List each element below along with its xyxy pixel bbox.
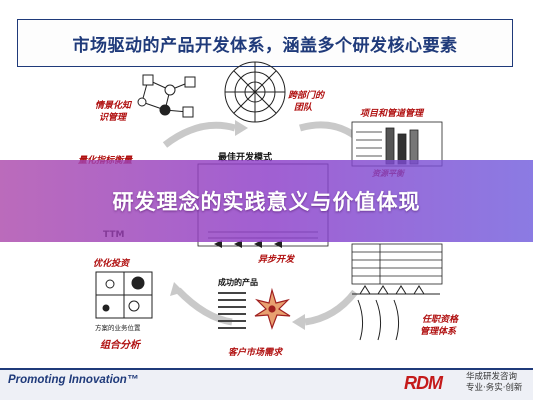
label-portfolio-caption: 方案的业务位置 xyxy=(95,323,141,332)
network-graphic xyxy=(137,74,196,118)
starburst xyxy=(254,287,291,330)
label-career-2: 管理体系 xyxy=(420,326,457,337)
product-list xyxy=(218,292,246,329)
label-customer-needs: 客户市场需求 xyxy=(228,347,284,358)
label-scenario-1: 情景化知 xyxy=(95,100,133,111)
slide-title: 市场驱动的产品开发体系，涵盖多个研发核心要素 xyxy=(72,35,458,56)
footer-slogan: Promoting Innovation™ xyxy=(8,374,139,386)
banner-title: 研发理念的实践意义与价值体现 xyxy=(112,190,421,214)
label-success-product: 成功的产品 xyxy=(218,277,258,287)
concentric-circles xyxy=(224,61,286,123)
label-optimize: 优化投资 xyxy=(93,258,131,269)
label-career-1: 任职资格 xyxy=(422,314,459,325)
arrow-bottom-right xyxy=(304,289,358,326)
arrow-top-left xyxy=(162,121,236,148)
title-box: 市场驱动的产品开发体系，涵盖多个研发核心要素 xyxy=(17,19,513,67)
label-crossteam-2: 团队 xyxy=(294,102,313,113)
rdm-logo: RDM xyxy=(404,373,443,393)
label-async: 异步开发 xyxy=(258,254,295,265)
label-portfolio: 组合分析 xyxy=(100,339,142,351)
arrow-top-right xyxy=(299,121,363,143)
label-pipeline: 项目和管道管理 xyxy=(360,108,425,119)
label-scenario-2: 识管理 xyxy=(99,112,128,123)
portfolio-matrix xyxy=(95,271,153,319)
company-name: 华成研发咨询 专业·务实·创新 xyxy=(466,372,522,394)
arrowhead-1 xyxy=(235,120,248,136)
footer-divider xyxy=(0,368,533,370)
career-graphic xyxy=(352,285,440,341)
arrowhead-4 xyxy=(292,314,305,330)
label-crossteam-1: 跨部门的 xyxy=(288,90,326,101)
right-table xyxy=(351,243,443,285)
banner-overlay xyxy=(0,160,533,242)
pipeline-chart xyxy=(351,121,443,167)
company-line1: 华成研发咨询 xyxy=(466,372,518,382)
footer xyxy=(0,370,533,400)
model-arrow-row xyxy=(214,240,282,248)
company-line2: 专业·务实·创新 xyxy=(466,383,523,393)
arrowhead-3 xyxy=(170,282,184,296)
